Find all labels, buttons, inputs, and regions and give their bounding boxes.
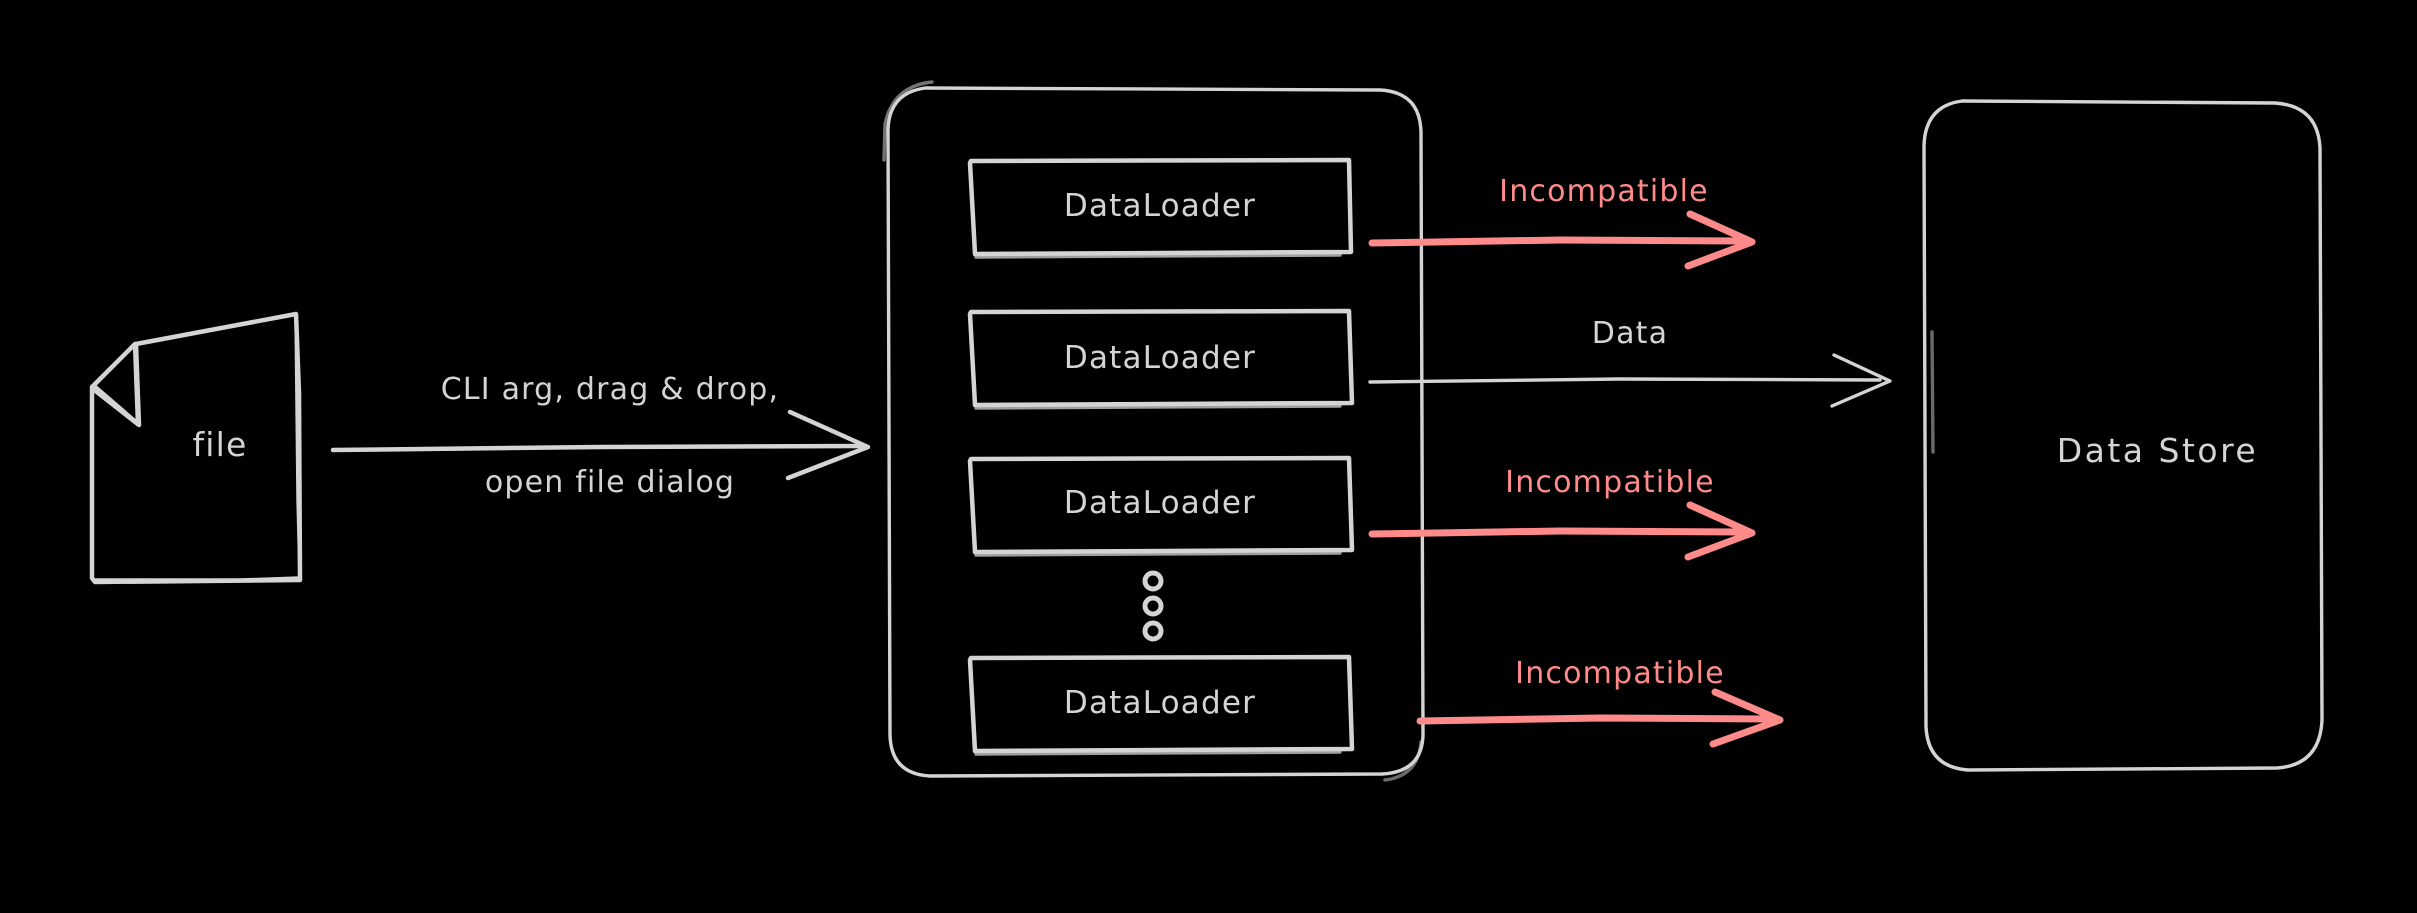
dataloader-box xyxy=(967,157,1354,259)
output-arrow-incompatible-1 xyxy=(1368,210,1756,270)
dataloader-label: DataLoader xyxy=(1063,188,1257,224)
dataloader-label: DataLoader xyxy=(1063,685,1257,721)
file-document-icon xyxy=(89,311,303,585)
ingest-edge-label-line2: open file dialog xyxy=(484,465,736,500)
dataloader-box xyxy=(967,654,1355,756)
output-arrow-incompatible-2 xyxy=(1368,501,1756,561)
output-arrow-incompatible-3 xyxy=(1416,688,1784,748)
output-edge-label-incompatible: Incompatible xyxy=(1515,656,1725,691)
ingest-arrow-icon xyxy=(330,409,871,481)
data-store-label: Data Store xyxy=(2056,431,2259,470)
dataloader-box xyxy=(967,308,1355,410)
file-node-label: file xyxy=(192,425,248,464)
output-arrow-data xyxy=(1368,353,1892,408)
output-edge-label-data: Data xyxy=(1591,316,1669,351)
output-edge-label-incompatible: Incompatible xyxy=(1499,174,1709,209)
dataloader-label: DataLoader xyxy=(1063,485,1257,521)
dataloader-box xyxy=(967,455,1355,557)
vertical-ellipsis-icon xyxy=(1142,570,1164,642)
output-edge-label-incompatible: Incompatible xyxy=(1505,465,1715,500)
loader-group-container xyxy=(882,80,1425,782)
dataloader-label: DataLoader xyxy=(1063,340,1257,376)
ingest-edge-label-line1: CLI arg, drag & drop, xyxy=(440,372,780,407)
data-store-container xyxy=(1922,99,2324,772)
